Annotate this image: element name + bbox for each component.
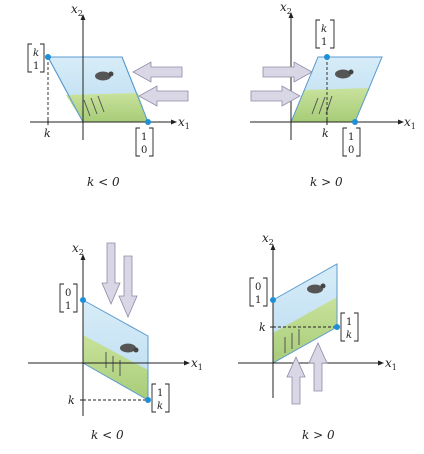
image-point-e2 — [270, 297, 276, 303]
image-point-e2 — [80, 297, 86, 303]
panel-horizontal-shear-positive: x2 x1 k k 1 1 0 k > 0 — [250, 0, 416, 189]
svg-text:0: 0 — [141, 145, 147, 156]
svg-text:k: k — [321, 24, 327, 35]
caption-top-right: k > 0 — [310, 175, 343, 189]
x2-axis-label: x2 — [262, 231, 274, 247]
vector-k-1: k 1 — [27, 43, 45, 73]
panel-horizontal-shear-negative: x2 x1 k k 1 1 0 k < 0 — [27, 2, 190, 189]
x2-axis-label: x2 — [280, 0, 292, 16]
k-tick-label: k — [68, 394, 75, 407]
x1-axis-label: x1 — [404, 115, 416, 131]
k-tick-label: k — [44, 127, 51, 140]
image-point-1k — [334, 324, 340, 330]
svg-text:1: 1 — [33, 61, 39, 72]
image-point-1k — [145, 397, 151, 403]
panel-vertical-shear-negative: x2 x1 k 0 1 1 k k < 0 — [28, 241, 203, 442]
svg-text:1: 1 — [346, 317, 352, 328]
sheep-icon — [95, 71, 114, 81]
svg-text:0: 0 — [65, 288, 71, 299]
vector-0-1: 0 1 — [249, 277, 268, 307]
svg-text:1: 1 — [255, 295, 261, 306]
sheared-image — [290, 56, 383, 123]
caption-bottom-right: k > 0 — [302, 428, 335, 442]
vector-1-0: 1 0 — [342, 127, 361, 157]
image-point-k1 — [324, 54, 330, 60]
k-tick-label: k — [322, 127, 329, 140]
image-point-e1 — [145, 119, 151, 125]
x1-axis-label: x1 — [385, 356, 397, 372]
svg-text:k: k — [346, 330, 352, 341]
svg-text:1: 1 — [157, 388, 163, 399]
sheep-icon — [120, 343, 139, 353]
svg-text:k: k — [157, 401, 163, 412]
fence-icon — [311, 95, 333, 115]
svg-text:1: 1 — [141, 132, 147, 143]
sheared-image — [47, 56, 149, 123]
svg-text:0: 0 — [348, 145, 354, 156]
svg-text:1: 1 — [65, 301, 71, 312]
sheep-icon — [307, 283, 326, 294]
vector-0-1: 0 1 — [59, 283, 78, 313]
sheared-image — [272, 263, 338, 364]
svg-text:k: k — [33, 48, 39, 59]
x2-axis-label: x2 — [72, 241, 84, 257]
k-tick-label: k — [259, 321, 266, 334]
svg-text:1: 1 — [348, 132, 354, 143]
caption-bottom-left: k < 0 — [91, 428, 124, 442]
vector-1-k: 1 k — [340, 312, 359, 342]
vector-1-k: 1 k — [151, 383, 170, 413]
fence-icon — [284, 329, 300, 353]
panel-vertical-shear-positive: x2 x1 k 0 1 1 k k > 0 — [238, 231, 397, 442]
caption-top-left: k < 0 — [87, 175, 120, 189]
image-point-e1 — [352, 119, 358, 125]
sheep-icon — [335, 69, 354, 79]
svg-text:0: 0 — [255, 282, 261, 293]
svg-text:1: 1 — [321, 37, 327, 48]
image-point-k1 — [45, 54, 51, 60]
shear-arrow-down — [101, 242, 138, 319]
shear-arrow-up — [286, 342, 328, 405]
x2-axis-label: x2 — [71, 2, 83, 18]
fence-icon — [83, 95, 105, 117]
shear-arrow-left — [132, 61, 189, 107]
vector-k-1: k 1 — [315, 19, 335, 49]
x1-axis-label: x1 — [178, 115, 190, 131]
x1-axis-label: x1 — [191, 356, 203, 372]
vector-1-0: 1 0 — [135, 127, 154, 157]
shear-arrow-right — [250, 61, 313, 107]
sheared-image — [82, 299, 149, 401]
